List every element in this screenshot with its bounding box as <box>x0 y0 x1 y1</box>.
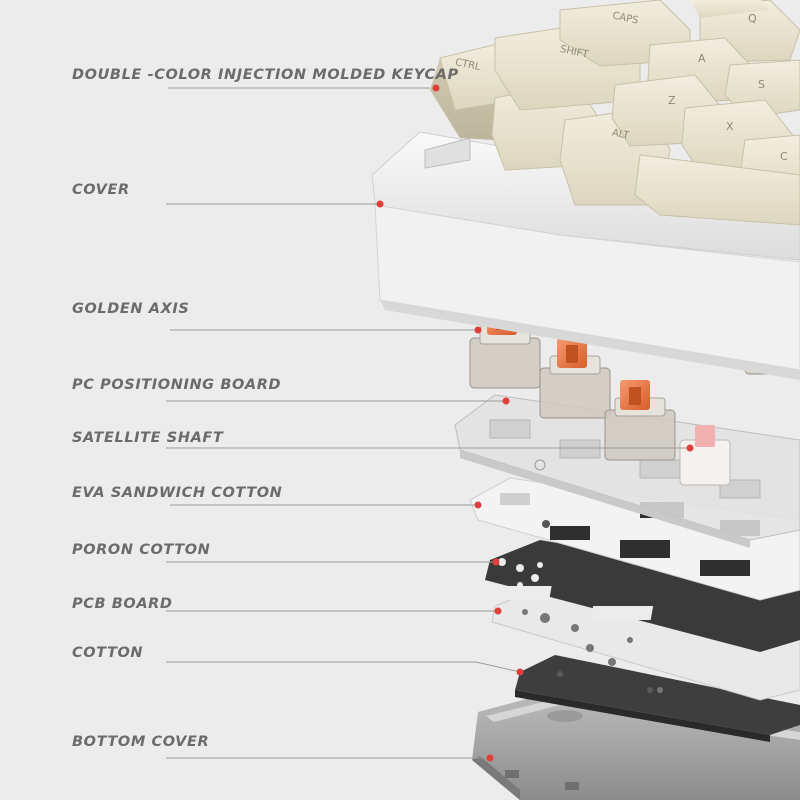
cotton-layer <box>515 655 800 742</box>
leader-dot <box>492 558 500 566</box>
leader-dot <box>474 326 482 334</box>
keycap-top-row <box>690 0 770 18</box>
keycap-legend-alt: ALT <box>611 127 631 142</box>
label-satellite-shaft: SATELLITE SHAFT <box>72 430 224 446</box>
leader-lines <box>166 84 694 762</box>
keycap-spacebar <box>634 154 800 226</box>
leader-dot <box>686 444 694 452</box>
label-golden-axis: GOLDEN AXIS <box>72 301 190 317</box>
keycap-legend-q: Q <box>748 12 757 25</box>
leader-dot <box>376 200 384 208</box>
keycaps-layer: CTRL SHIFT CAPS ALT Q A S Z X C <box>430 0 800 226</box>
keycap-legend-caps: CAPS <box>611 10 639 26</box>
keycap-legend-ctrl: CTRL <box>454 57 482 73</box>
keycap-legend-s: S <box>758 78 765 91</box>
keycap-legend-a: A <box>698 52 706 65</box>
label-pc-positioning-board: PC POSITIONING BOARD <box>72 377 282 393</box>
label-poron-cotton: PORON COTTON <box>72 542 211 558</box>
poron-cotton-layer <box>485 540 800 652</box>
leader-dot <box>516 668 524 676</box>
leader-dot <box>494 607 502 615</box>
leader-dot <box>432 84 440 92</box>
pcb-board-layer <box>491 587 800 701</box>
switch <box>539 338 611 419</box>
label-bottom-cover: BOTTOM COVER <box>72 734 210 750</box>
label-keycap: DOUBLE -COLOR INJECTION MOLDED KEYCAP <box>72 67 459 83</box>
label-pcb-board: PCB BOARD <box>72 596 173 612</box>
leader-dot <box>502 397 510 405</box>
satellite-shaft-stabilizer <box>679 425 731 486</box>
label-cover: COVER <box>72 182 130 198</box>
cover-layer <box>371 131 800 380</box>
label-eva-sandwich-cotton: EVA SANDWICH COTTON <box>72 485 283 501</box>
leader-dot <box>474 501 482 509</box>
keycap-legend-x: X <box>726 120 734 133</box>
keycap-legend-z: Z <box>668 94 676 107</box>
leader-dot <box>486 754 494 762</box>
keycap-legend-c: C <box>780 150 788 163</box>
label-cotton: COTTON <box>72 645 144 661</box>
